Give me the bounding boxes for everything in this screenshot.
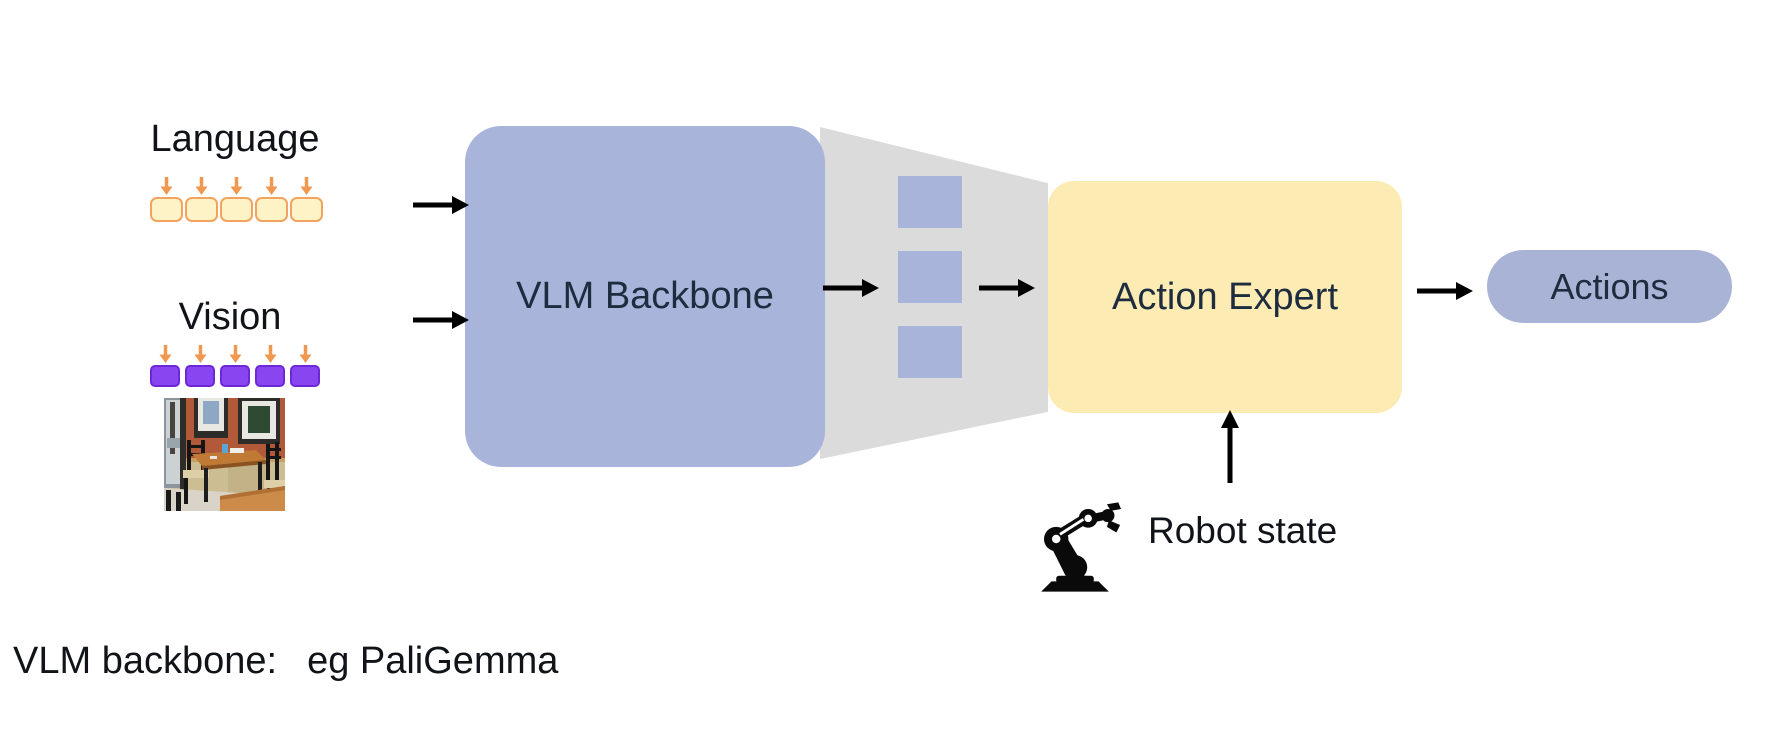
down-arrow-icon [159, 345, 171, 363]
vision-token-box [255, 365, 285, 387]
vision-token [220, 344, 250, 387]
arrow-vlm-to-tokens [823, 279, 879, 297]
caption-value: eg PaliGemma [307, 640, 559, 682]
down-arrow-icon [229, 345, 241, 363]
language-token-box [150, 197, 183, 222]
arrow-robotstate-to-expert [1221, 410, 1239, 483]
language-token-row [150, 176, 323, 222]
down-arrow-icon [230, 177, 243, 195]
down-arrow-icon [160, 177, 173, 195]
language-token [150, 176, 183, 222]
actions-label: Actions [1550, 265, 1669, 307]
language-token-box [290, 197, 323, 222]
down-arrow-icon [265, 177, 278, 195]
vlm-backbone-box: VLM Backbone [465, 126, 825, 467]
action-expert-box: Action Expert [1048, 181, 1402, 413]
vision-token-box [220, 365, 250, 387]
language-token [290, 176, 323, 222]
arrow-expert-to-actions [1417, 282, 1473, 300]
actions-pill: Actions [1487, 250, 1732, 323]
down-arrow-icon [195, 177, 208, 195]
vision-token [185, 344, 215, 387]
arrow-vision-to-vlm [413, 311, 469, 329]
robot-arm-icon [1041, 502, 1122, 592]
down-arrow-icon [299, 345, 311, 363]
vision-token-row [150, 344, 320, 387]
language-label: Language [150, 118, 320, 160]
language-token-box [255, 197, 288, 222]
language-token [255, 176, 288, 222]
language-token-box [220, 197, 253, 222]
latent-token-square [898, 251, 962, 303]
vision-token-box [185, 365, 215, 387]
vlm-backbone-label: VLM Backbone [516, 275, 774, 317]
language-token [185, 176, 218, 222]
action-expert-label: Action Expert [1112, 275, 1338, 318]
vision-token [255, 344, 285, 387]
arrow-language-to-vlm [413, 196, 469, 214]
vision-token [290, 344, 320, 387]
language-token-box [185, 197, 218, 222]
down-arrow-icon [194, 345, 206, 363]
latent-token-square [898, 326, 962, 378]
cafe-scene-image [164, 398, 285, 511]
language-token [220, 176, 253, 222]
robot-state-label: Robot state [1148, 510, 1338, 551]
vision-token-box [290, 365, 320, 387]
latent-token-square [898, 176, 962, 228]
caption-text: VLM backbone: eg PaliGemma [13, 638, 558, 684]
caption-label: VLM backbone: [13, 640, 278, 682]
arrow-tokens-to-expert [979, 279, 1035, 297]
down-arrow-icon [264, 345, 276, 363]
vision-token-box [150, 365, 180, 387]
down-arrow-icon [300, 177, 313, 195]
vision-token [150, 344, 180, 387]
latent-token-column [898, 176, 962, 378]
vision-label: Vision [178, 296, 282, 338]
